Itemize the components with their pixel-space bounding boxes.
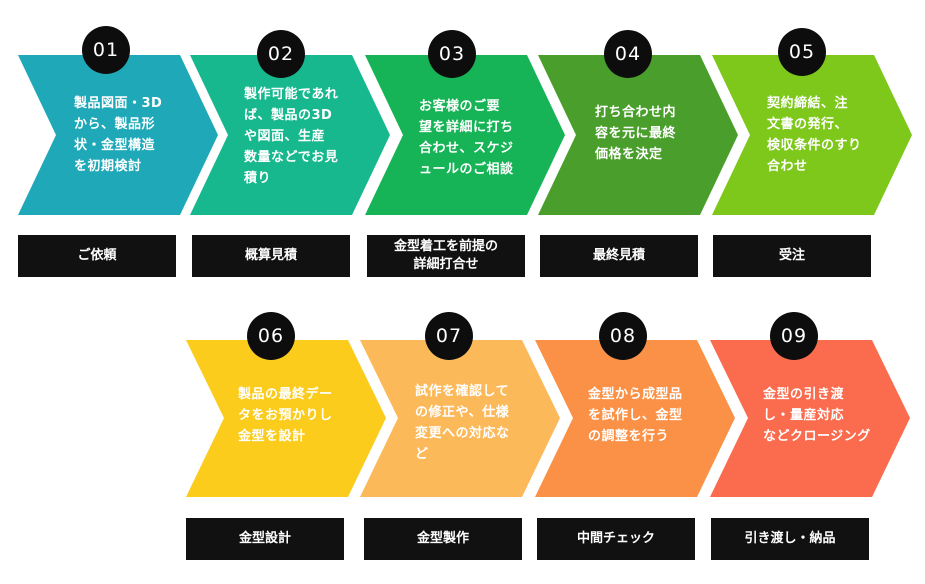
step-arrow-05 <box>712 55 912 215</box>
step-text-03: お客様のご要 望を詳細に打ち 合わせ、スケジ ュールのご相談 <box>419 99 514 177</box>
step-label-03: 金型着工を前提の 詳細打合せ <box>367 235 525 277</box>
step-number-07: 07 <box>425 312 473 360</box>
step-number-08: 08 <box>599 312 647 360</box>
step-text-02: 製作可能であれ ば、製品の3D や図面、生産 数量などでお見 積り <box>244 87 339 186</box>
step-arrow-08 <box>535 340 735 497</box>
step-arrow-02 <box>190 55 390 215</box>
step-label-04: 最終見積 <box>540 235 698 277</box>
step-arrow-06 <box>186 340 386 497</box>
step-text-01: 製品図面・3D から、製品形 状・金型構造 を初期検討 <box>74 96 163 174</box>
step-number-06: 06 <box>247 312 295 360</box>
step-label-08: 中間チェック <box>537 518 695 560</box>
step-arrow-04 <box>538 55 738 215</box>
step-label-07: 金型製作 <box>364 518 522 560</box>
step-label-05: 受注 <box>713 235 871 277</box>
step-number-03: 03 <box>428 30 476 78</box>
step-arrow-07 <box>360 340 560 497</box>
step-label-09: 引き渡し・納品 <box>711 518 869 560</box>
step-number-09: 09 <box>770 312 818 360</box>
step-label-06: 金型設計 <box>186 518 344 560</box>
step-text-08: 金型から成型品 を試作し、金型 の調整を行う <box>588 387 683 444</box>
step-arrow-03 <box>365 55 565 215</box>
step-arrow-09 <box>710 340 910 497</box>
step-arrow-01 <box>18 55 218 215</box>
step-text-09: 金型の引き渡 し・量産対応 などクロージング <box>763 387 871 444</box>
step-number-05: 05 <box>778 28 826 76</box>
step-label-02: 概算見積 <box>192 235 350 277</box>
step-number-01: 01 <box>82 26 130 74</box>
step-number-04: 04 <box>604 30 652 78</box>
step-text-07: 試作を確認して の修正や、仕様 変更への対応な ど <box>415 384 510 462</box>
step-text-04: 打ち合わせ内 容を元に最終 価格を決定 <box>595 105 677 162</box>
step-label-01: ご依頼 <box>18 235 176 277</box>
step-text-06: 製品の最終デー タをお預かりし 金型を設計 <box>238 387 333 444</box>
step-number-02: 02 <box>257 30 305 78</box>
step-text-05: 契約締結、注 文書の発行、 検収条件のすり 合わせ <box>767 96 862 174</box>
